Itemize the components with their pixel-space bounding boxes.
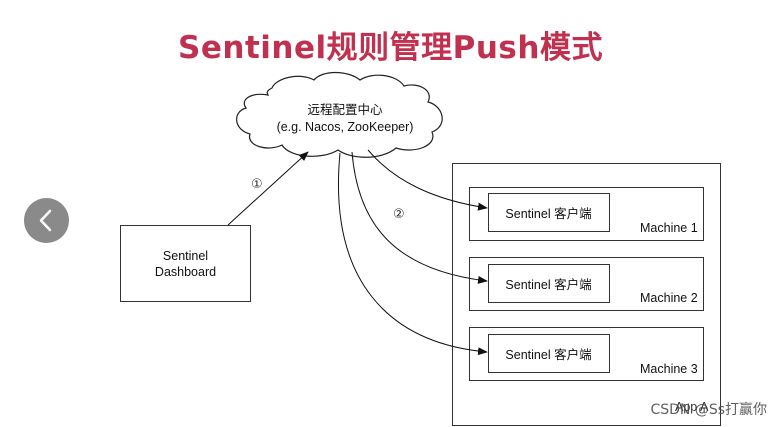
config-center-examples: (e.g. Nacos, ZooKeeper): [276, 120, 414, 134]
machine-1-label: Machine 1: [640, 221, 698, 235]
client-3-label: Sentinel 客户端: [505, 347, 592, 362]
app-label: App A: [675, 400, 709, 414]
step-1-marker: ①: [251, 176, 263, 191]
machine-2-label: Machine 2: [640, 291, 698, 305]
back-button[interactable]: [24, 198, 69, 243]
push-arrow-config-to-client-1: [367, 149, 488, 211]
dashboard-label: Sentinel Dashboard: [120, 225, 251, 302]
push-arrow-config-to-client-3: [338, 152, 488, 356]
step-2-marker: ②: [393, 206, 405, 221]
client-1-box: [488, 193, 610, 232]
dashboard-label-line2: Dashboard: [154, 264, 217, 279]
push-arrow-dashboard-to-config: [227, 151, 309, 226]
diagram-title: Sentinel规则管理Push模式: [178, 30, 603, 66]
client-2-box: [488, 264, 610, 303]
push-arrow-config-to-client-2: [351, 151, 488, 284]
csdn-watermark: CSDN @Ss打赢你: [650, 402, 767, 418]
config-center-title: 远程配置中心: [307, 103, 383, 117]
config-center-label: 远程配置中心 (e.g. Nacos, ZooKeeper): [245, 102, 445, 136]
client-3-box: [488, 334, 610, 373]
chevron-left-icon: [39, 209, 52, 232]
client-2-label: Sentinel 客户端: [505, 277, 592, 292]
machine-3-label: Machine 3: [640, 362, 698, 376]
client-1-label: Sentinel 客户端: [505, 206, 592, 221]
config-center-cloud: [236, 71, 443, 158]
dashboard-box: [120, 225, 251, 302]
dashboard-label-line1: Sentinel: [162, 248, 209, 263]
